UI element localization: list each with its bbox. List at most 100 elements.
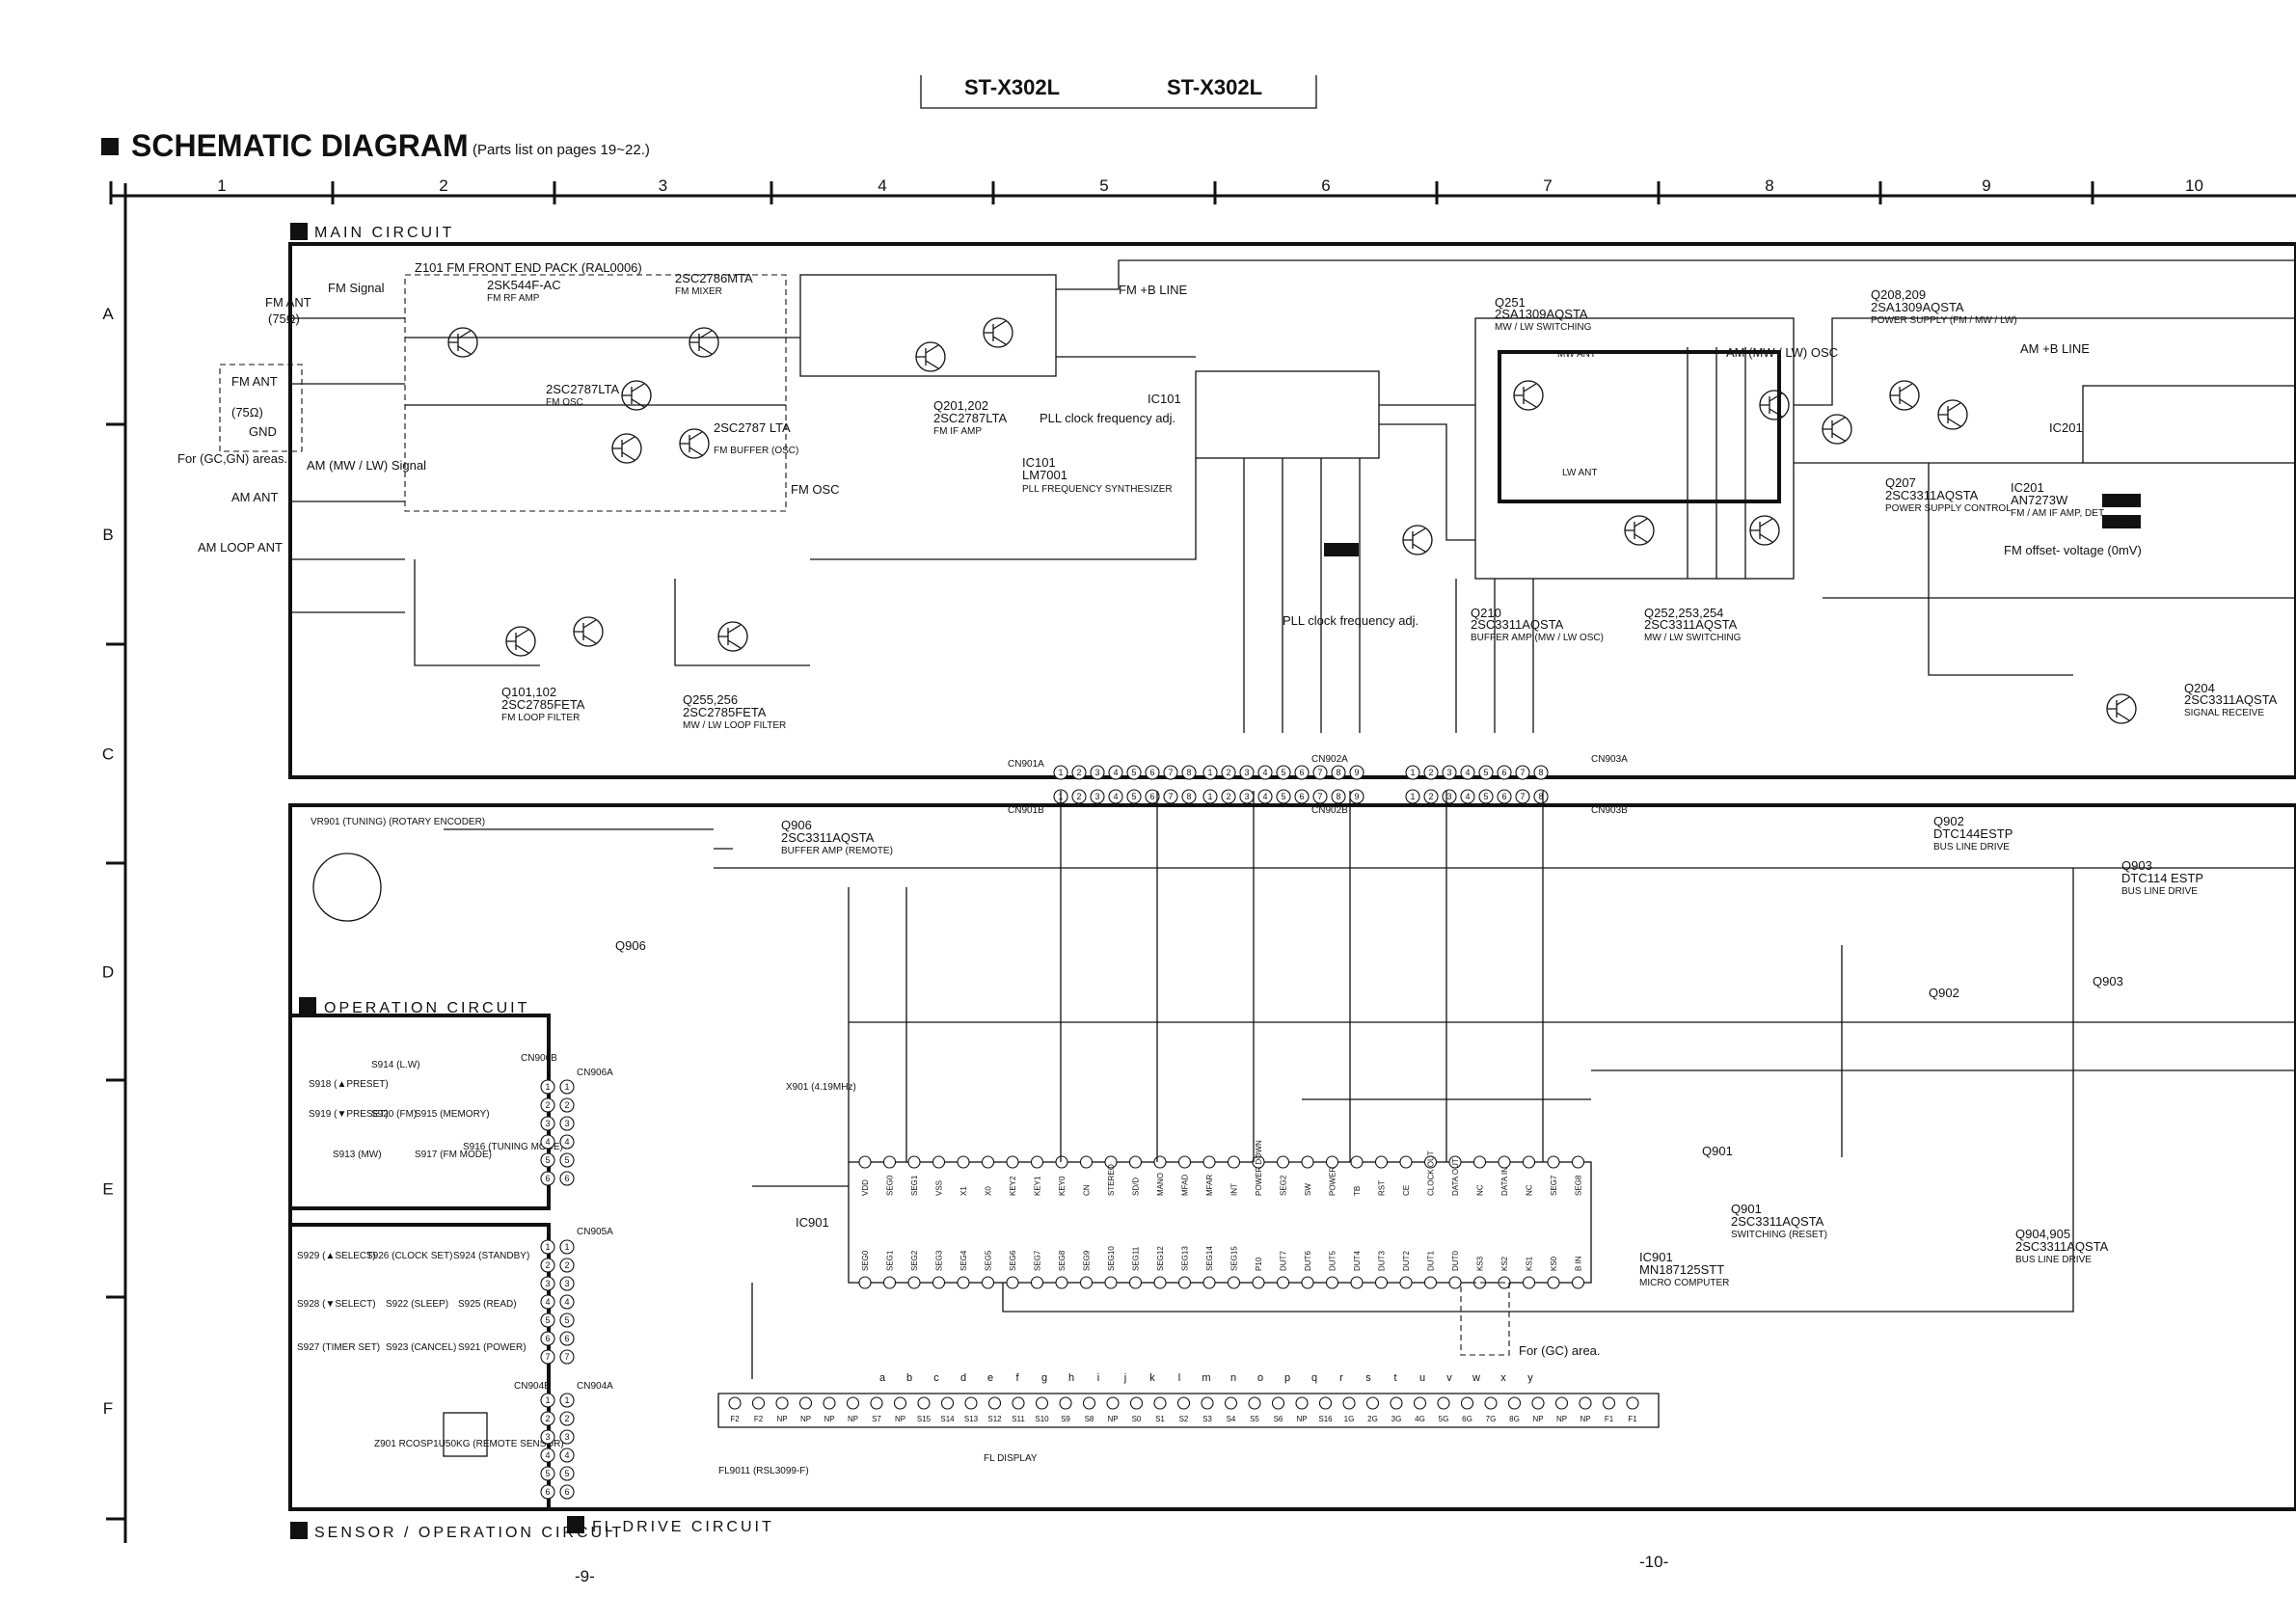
ic901-bottom-pin-label: SEG2 [910,1250,919,1271]
ic901-top-pin [1423,1155,1438,1169]
fl-grid-letter: s [1365,1372,1371,1384]
ic901-bottom-pin-label: DUT3 [1378,1251,1387,1271]
connector-pin-number: 8 [1186,768,1191,777]
q-2sc2787buf-label: 2SC2787 LTA [714,420,791,435]
connector-pin [1239,765,1255,780]
transistor-leads [718,624,742,649]
cn903a-label: CN903A [1591,754,1628,765]
connector-pin [1145,765,1160,780]
fl-display-pin [1579,1396,1592,1410]
main-letter: A [294,225,304,240]
fm-signal-label: FM Signal [328,281,385,295]
fm-ant-alt-label: FM ANT [231,374,278,389]
fl-display-pin-label: S15 [917,1415,932,1423]
q101-102-part: 2SC2785FETA [501,697,585,712]
s916-label: S916 (TUNING MODE) [463,1142,563,1152]
connector-pin-number: 2 [545,1260,550,1270]
ic901-bottom-pin-label: SEG4 [959,1250,968,1271]
connector-pin [1053,765,1068,780]
ic901-top-pin-label: KEY1 [1034,1176,1042,1196]
ic901-bottom-pin [981,1276,995,1289]
ic901-top-pin-label: SW [1304,1183,1312,1196]
main-name: MAIN CIRCUIT [314,225,454,241]
fl-display-pin-label: 5G [1439,1415,1449,1423]
transistor-leads [680,431,703,456]
ic901-top-pin [1104,1155,1118,1169]
s914-label: S914 (L.W) [371,1060,420,1070]
q906-label-1: Q906 [781,818,812,832]
ic901-bottom-pin [1522,1276,1536,1289]
ic901-bottom-pin [1423,1276,1438,1289]
connector-pin [1331,765,1346,780]
q204-desc: SIGNAL RECEIVE [2184,708,2264,718]
fl-display-pin-label: NP [1296,1415,1307,1423]
s927-label: S927 (TIMER SET) [297,1342,380,1353]
fl-display-pin-label: NP [1532,1415,1543,1423]
fl-display-pin [870,1396,883,1410]
vr901-label: VR901 (TUNING) (ROTARY ENCODER) [311,817,485,827]
connector-pin [540,1097,555,1113]
mw-ant-label: MW ANT [1557,349,1596,360]
q-2sc2786-label: 2SC2786MTA [675,271,753,285]
connector-pin [1181,765,1197,780]
connector-pin [540,1239,555,1255]
sensor-operation-circuit: C SENSOR / OPERATION CIRCUIT S929 (▲SELE… [288,1223,621,1541]
ic901-top-pin-label: NC [1526,1184,1534,1196]
ic901-bottom-pin [1301,1276,1314,1289]
ic901-bottom-pin [1227,1276,1241,1289]
connector-pin [1312,765,1328,780]
cn905a-label: CN905A [577,1227,613,1237]
cn902a-label: CN902A [1311,754,1348,765]
connector-pin [1442,765,1457,780]
fl-display-pin-label: NP [824,1415,834,1423]
connector-pin [540,1171,555,1186]
transistor-leads [1625,518,1648,543]
ic201-label: IC201 [2049,420,2083,435]
connector-pin [1202,789,1218,804]
connector-pin [1349,765,1364,780]
fl-display-pin-label: S2 [1179,1415,1189,1423]
connector-pin [1163,789,1178,804]
fl-grid-letter: u [1419,1372,1425,1384]
connector-pin [559,1171,575,1186]
connector-pin-number: 7 [564,1352,569,1362]
fl-display-pin [1484,1396,1498,1410]
ic901-bottom-pin [1399,1276,1413,1289]
connector-pin-number: 1 [564,1395,569,1405]
ic901-top-pin-label: KEY2 [1009,1176,1017,1196]
rotary-encoder [312,853,382,922]
q101-102-label: Q101,102 [501,685,556,699]
connector-pin [559,1116,575,1131]
ic901-bottom-pin [1547,1276,1560,1289]
connector-pin [559,1484,575,1500]
connector-pin [540,1294,555,1310]
q252-254-label: Q252,253,254 [1644,606,1723,620]
fl-display-pin-label: 8G [1509,1415,1520,1423]
connector-pin-number: 3 [1446,792,1451,801]
connector-pin-number: 5 [1131,768,1136,777]
ic901-top-pin-label: CLOCK OUT [1427,1150,1436,1196]
q204-label: Q204 [2184,681,2215,695]
transistor-leads [984,320,1007,345]
connector-pin [1405,765,1420,780]
connector-pin-number: 9 [1354,768,1359,777]
ic901-top-pin [1547,1155,1560,1169]
connector-pin [540,1079,555,1095]
ic901-bottom-pin-label: DUT1 [1427,1251,1436,1271]
fl-display-pin-label: NP [1580,1415,1590,1423]
connector-pin [1108,789,1123,804]
operation-name: OPERATION CIRCUIT [324,1000,529,1016]
connector-pin [1221,789,1236,804]
ic901-top-pin [1202,1155,1216,1169]
ic901-bottom-pin-label: SEG11 [1132,1246,1141,1271]
ic901-top-pin-label: SEG8 [1575,1175,1583,1196]
fl-grid-letter: w [1472,1372,1480,1384]
for-gc-label: For (GC) area. [1519,1343,1601,1358]
connector-pin [559,1097,575,1113]
ic201-part: AN7273W [2011,493,2068,507]
ic901-bottom-pin [1202,1276,1216,1289]
fl-display-pin-label: S9 [1061,1415,1070,1423]
q255-256-part: 2SC2785FETA [683,705,767,719]
ic901-bottom-pin-label: DUT5 [1329,1251,1337,1271]
